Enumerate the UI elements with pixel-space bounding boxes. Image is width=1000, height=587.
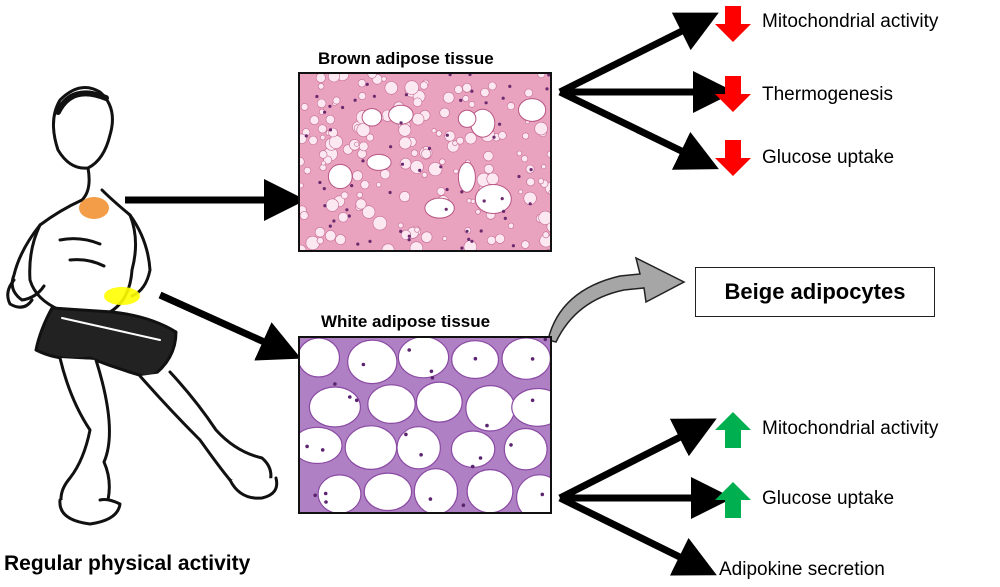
down-arrow-icon xyxy=(715,6,751,42)
white-effect-arrows xyxy=(558,418,733,576)
brown-effect-mitochondrial-label: Mitochondrial activity xyxy=(762,11,939,32)
white-effect-glucose-label: Glucose uptake xyxy=(762,488,895,509)
down-arrow-icon xyxy=(715,140,751,176)
brown-effect-arrows xyxy=(558,12,735,170)
figure-caption: Regular physical activity xyxy=(4,552,251,575)
white-effect-adipokine-label: Adipokine secretion xyxy=(719,559,885,580)
brown-effect-thermogenesis-label: Thermogenesis xyxy=(762,84,893,105)
up-arrow-icon xyxy=(715,482,751,518)
brown-effect-glucose-label: Glucose uptake xyxy=(762,147,895,168)
up-arrow-icon xyxy=(715,412,751,448)
white-effect-mitochondrial-label: Mitochondrial activity xyxy=(762,418,939,439)
beige-adipocytes-box: Beige adipocytes xyxy=(695,267,935,317)
brown-tissue-micrograph xyxy=(298,72,552,252)
arrow-to-white xyxy=(158,291,302,361)
white-tissue-micrograph xyxy=(298,336,552,514)
runner-illustration xyxy=(6,86,279,526)
white-panel-title: White adipose tissue xyxy=(321,312,491,331)
down-arrow-icon xyxy=(715,76,751,112)
browning-arrow xyxy=(547,256,686,343)
brown-panel-title: Brown adipose tissue xyxy=(318,49,494,68)
